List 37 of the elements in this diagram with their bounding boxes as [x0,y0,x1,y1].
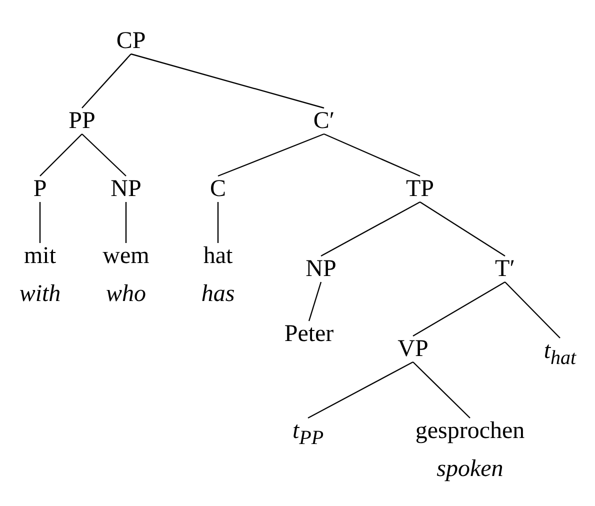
gloss-text: with [19,280,61,309]
tree-branch [412,281,506,337]
category-label: Peter [284,320,334,349]
tree-branch [39,202,41,243]
tree-branch [308,282,322,322]
tree-branch [130,53,324,109]
category-label: NP [306,255,336,284]
tree-branch [217,202,219,243]
tree-branch [324,133,420,177]
tree-branch [412,362,470,418]
category-label: T′ [495,255,515,284]
category-label: VP [398,335,428,364]
gloss-text: spoken [436,455,504,484]
tree-branch [420,202,506,256]
category-label: CP [116,27,146,56]
tree-branch [82,54,132,108]
word-text: gesprochen [415,417,525,446]
word-text: mit [22,242,57,271]
category-label: NP [110,175,142,204]
category-label: P [33,175,47,204]
tree-branch [320,201,420,257]
tree-branch [125,202,127,243]
category-label: C′ [313,107,335,136]
word-text: hat [202,242,234,271]
word-text: wem [102,242,150,271]
tree-branch [504,282,560,338]
tree-branch [82,134,126,176]
tree-branch [308,361,414,419]
word-text: t$_{hat}$ [544,337,576,371]
gloss-text: who [104,280,147,309]
gloss-text: has [201,280,235,309]
category-label: TP [406,175,434,204]
word-text: t$_{PP}$ [292,417,324,451]
tree-branch [40,134,82,176]
category-label: PP [68,107,96,136]
category-label: C [210,175,226,204]
tree-branch [218,133,324,177]
